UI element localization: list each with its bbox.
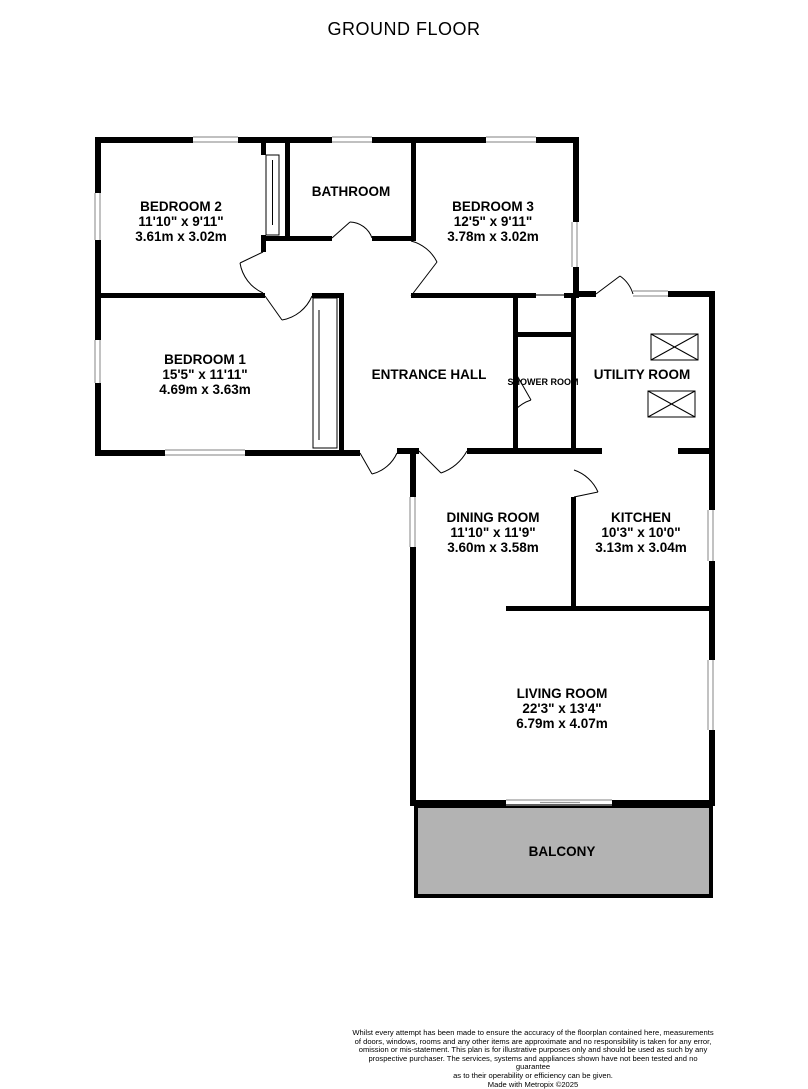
- entrance-hall-label: ENTRANCE HALL: [372, 367, 487, 382]
- living-room-imperial: 22'3" x 13'4": [522, 701, 602, 716]
- doors: [239, 221, 634, 498]
- disclaimer-line: omission or mis-statement. This plan is …: [358, 1045, 708, 1055]
- bedroom-3-name: BEDROOM 3: [452, 199, 534, 214]
- dining-room-label: DINING ROOM 11'10" x 11'9" 3.60m x 3.58m: [447, 510, 540, 555]
- balcony-label: BALCONY: [529, 844, 596, 859]
- bedroom-3-metric: 3.78m x 3.02m: [447, 229, 539, 244]
- kitchen-label: KITCHEN 10'3" x 10'0" 3.13m x 3.04m: [595, 510, 687, 555]
- skylights: [647, 333, 699, 418]
- bathroom-name: BATHROOM: [311, 184, 391, 199]
- dining-room-name: DINING ROOM: [446, 510, 540, 525]
- bedroom-1-metric: 4.69m x 3.63m: [159, 382, 251, 397]
- disclaimer-line: of doors, windows, rooms and any other i…: [354, 1036, 712, 1046]
- utility-room-label: UTILITY ROOM: [594, 367, 691, 382]
- balcony-area: [414, 804, 713, 898]
- bathroom-label: BATHROOM: [312, 184, 391, 199]
- utility-room-name: UTILITY ROOM: [593, 367, 691, 382]
- bedroom-1-imperial: 15'5" x 11'11": [162, 367, 248, 382]
- bedroom-2-name: BEDROOM 2: [140, 199, 222, 214]
- disclaimer-line: prospective purchaser. The services, sys…: [368, 1053, 698, 1072]
- bedroom-1-name: BEDROOM 1: [164, 352, 246, 367]
- floor-title: GROUND FLOOR: [327, 19, 481, 39]
- kitchen-imperial: 10'3" x 10'0": [601, 525, 681, 540]
- bedroom-3-imperial: 12'5" x 9'11": [453, 214, 533, 229]
- bedroom-3-label: BEDROOM 3 12'5" x 9'11" 3.78m x 3.02m: [447, 199, 539, 244]
- disclaimer-line: Whilst every attempt has been made to en…: [352, 1028, 714, 1037]
- disclaimer-credit: Made with Metropix ©2025: [487, 1079, 579, 1089]
- living-room-label: LIVING ROOM 22'3" x 13'4" 6.79m x 4.07m: [516, 686, 608, 731]
- entrance-hall-name: ENTRANCE HALL: [371, 367, 487, 382]
- kitchen-name: KITCHEN: [610, 510, 671, 525]
- disclaimer-text: Whilst every attempt has been made to en…: [352, 1028, 714, 1089]
- bedroom-1-label: BEDROOM 1 15'5" x 11'11" 4.69m x 3.63m: [159, 352, 251, 397]
- living-room-metric: 6.79m x 4.07m: [516, 716, 608, 731]
- balcony-name: BALCONY: [528, 844, 596, 859]
- windows: [94, 136, 714, 806]
- wardrobes: [265, 154, 338, 449]
- shower-room-label: SHOWER ROOM: [508, 377, 579, 388]
- dining-room-imperial: 11'10" x 11'9": [450, 525, 536, 540]
- bedroom-2-imperial: 11'10" x 9'11": [138, 214, 224, 229]
- bedroom-2-label: BEDROOM 2 11'10" x 9'11" 3.61m x 3.02m: [135, 199, 227, 244]
- disclaimer-line: as to their operability or efficiency ca…: [453, 1070, 613, 1080]
- bedroom-2-metric: 3.61m x 3.02m: [135, 229, 227, 244]
- living-room-name: LIVING ROOM: [516, 686, 608, 701]
- dining-room-metric: 3.60m x 3.58m: [447, 540, 539, 555]
- walls: [95, 137, 715, 806]
- kitchen-metric: 3.13m x 3.04m: [595, 540, 687, 555]
- shower-room-name: SHOWER ROOM: [507, 377, 579, 387]
